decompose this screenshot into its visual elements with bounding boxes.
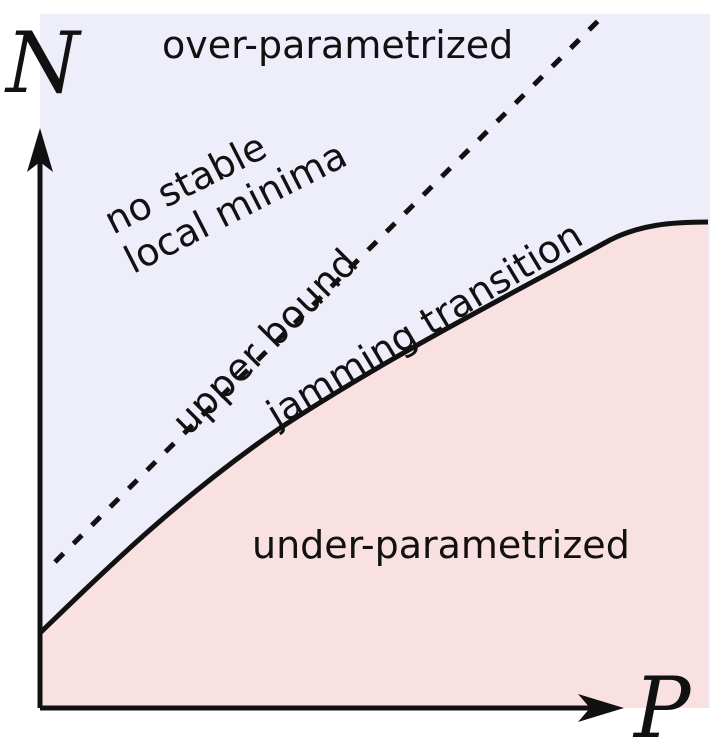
- x-axis-arrowhead: [578, 694, 624, 722]
- over-parametrized-label: over-parametrized: [162, 23, 513, 67]
- y-axis-arrowhead: [27, 128, 53, 172]
- under-parametrized-label: under-parametrized: [252, 523, 630, 567]
- jamming-transition-curve: [38, 219, 709, 635]
- y-axis-label: N: [4, 14, 82, 112]
- x-axis-label: P: [632, 659, 692, 744]
- under-parametrized-region: [40, 222, 708, 708]
